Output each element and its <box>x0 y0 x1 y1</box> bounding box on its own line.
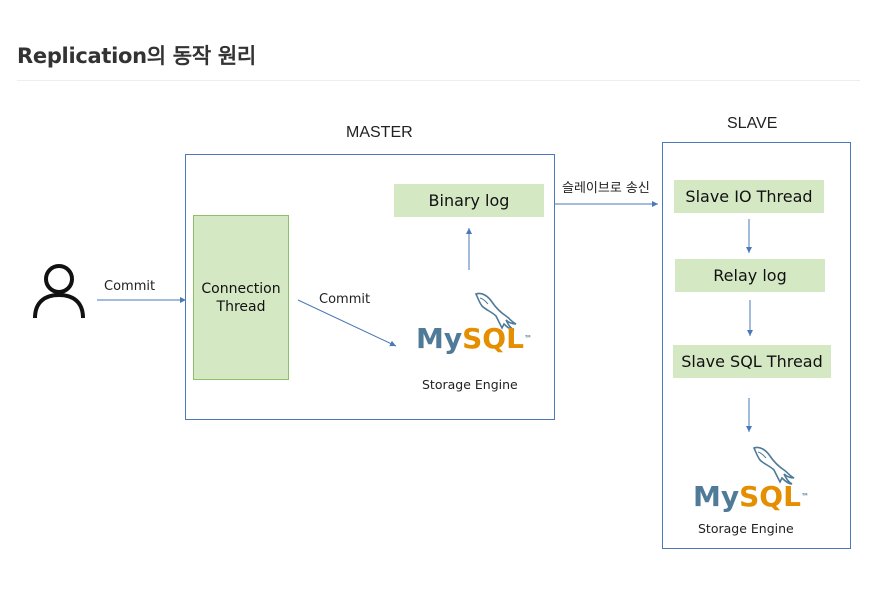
user-icon <box>33 264 85 319</box>
dolphin-icon <box>474 292 517 331</box>
slave-io-thread-box: Slave IO Thread <box>674 180 824 213</box>
connection-thread-box: Connection Thread <box>193 215 289 380</box>
user-commit-label: Commit <box>104 279 156 294</box>
title-divider <box>17 80 860 81</box>
relay-log-box: Relay log <box>675 259 825 292</box>
master-label: MASTER <box>346 124 413 141</box>
mysql-tm: ™ <box>800 492 809 501</box>
thread-commit-label: Commit <box>319 292 371 307</box>
mysql-my-text: My <box>693 480 740 513</box>
master-mysql-logo <box>416 290 526 360</box>
master-storage-engine-label: Storage Engine <box>422 377 518 392</box>
slave-sql-thread-box: Slave SQL Thread <box>673 345 831 378</box>
mysql-my-text: My <box>416 322 463 355</box>
mysql-tm: ™ <box>523 334 532 343</box>
slave-label: SLAVE <box>727 115 778 132</box>
binary-log-box: Binary log <box>394 184 544 217</box>
send-to-slave-label: 슬레이브로 송신 <box>562 181 650 196</box>
slave-mysql-logo <box>694 444 804 514</box>
page-title: Replication의 동작 원리 <box>17 44 256 68</box>
mysql-sql-text: SQL <box>462 322 524 355</box>
slave-mysql-wordmark: MySQL™ <box>693 482 809 512</box>
slave-storage-engine-label: Storage Engine <box>698 521 794 536</box>
mysql-sql-text: SQL <box>739 480 801 513</box>
master-mysql-wordmark: MySQL™ <box>416 324 532 354</box>
dolphin-icon <box>752 446 795 485</box>
